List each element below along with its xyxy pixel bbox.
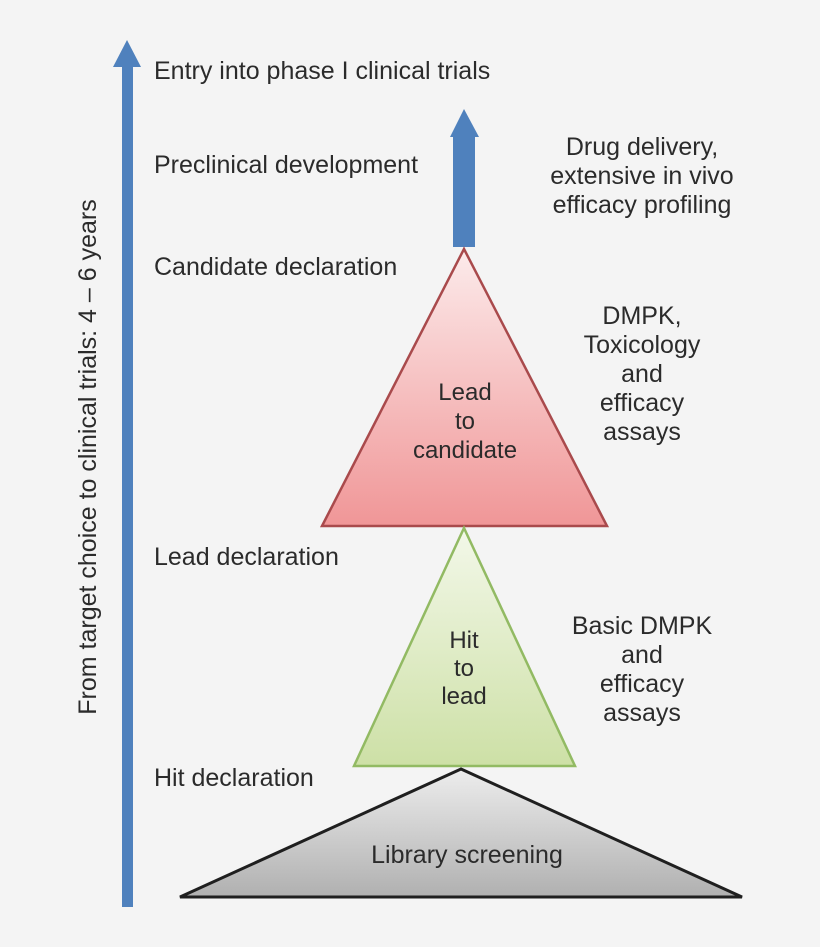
annotation-line: and xyxy=(621,641,663,669)
milestone-entry-phase1: Entry into phase I clinical trials xyxy=(154,57,491,85)
stage-label-library-screening: Library screening xyxy=(357,841,577,870)
timeline-axis-label: From target choice to clinical trials: 4… xyxy=(74,199,102,715)
annotation-line: extensive in vivo xyxy=(550,162,734,190)
timeline-arrow-shaft xyxy=(122,65,133,907)
stage-label-hit-to-lead: Hit to lead xyxy=(364,627,564,711)
stage-line: to xyxy=(453,655,474,682)
annotation-line: and xyxy=(621,360,663,388)
library-screening-triangle xyxy=(179,767,743,899)
milestone-candidate-declaration: Candidate declaration xyxy=(154,253,398,281)
hit-to-lead-triangle xyxy=(352,525,577,768)
stage-line: candidate xyxy=(412,437,518,464)
annotation-line: DMPK, xyxy=(602,302,682,330)
annotation-line: efficacy profiling xyxy=(552,191,732,219)
stage-line: to xyxy=(454,408,475,435)
milestone-preclinical-development: Preclinical development xyxy=(154,151,419,179)
annotation-line: Basic DMPK xyxy=(571,612,713,640)
annotation-drug-delivery: Drug delivery, extensive in vivo efficac… xyxy=(532,133,752,220)
candidate-arrow-shaft xyxy=(453,135,475,247)
stage-line: Lead xyxy=(438,379,492,406)
annotation-line: Toxicology xyxy=(583,331,701,359)
milestone-lead-declaration: Lead declaration xyxy=(154,543,339,571)
stage-label-lead-to-candidate: Lead to candidate xyxy=(365,378,565,465)
lead-to-candidate-triangle xyxy=(319,246,610,528)
annotation-line: assays xyxy=(603,418,681,446)
stage-line: Hit xyxy=(449,627,479,654)
annotation-line: Drug delivery, xyxy=(565,133,719,161)
candidate-arrow-head-icon xyxy=(450,109,479,137)
annotation-dmpk-toxicology: DMPK, Toxicology and efficacy assays xyxy=(532,302,752,447)
annotation-line: efficacy xyxy=(599,670,685,698)
stage-line: Library screening xyxy=(371,841,563,869)
milestone-hit-declaration: Hit declaration xyxy=(154,764,314,792)
stage-line: lead xyxy=(441,683,487,710)
annotation-line: assays xyxy=(603,699,681,727)
annotation-basic-dmpk: Basic DMPK and efficacy assays xyxy=(532,612,752,728)
annotation-line: efficacy xyxy=(599,389,685,417)
timeline-arrow-head-icon xyxy=(113,40,141,67)
